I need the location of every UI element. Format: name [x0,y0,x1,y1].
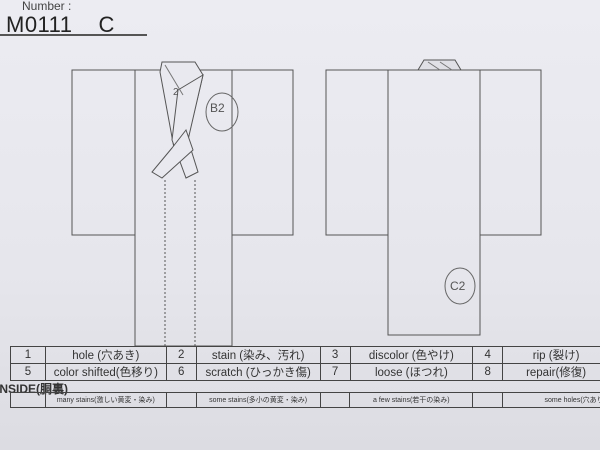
legend-label: color shifted(色移り) [44,363,167,381]
front-left-sleeve [71,69,136,236]
legend-label: discolor (色やけ) [349,346,474,364]
legend-num: 6 [165,363,197,381]
front-kimono: 2 B2 [71,61,294,347]
inside-checkbox[interactable] [165,392,197,408]
front-body-mark: B2 [210,101,225,115]
legend-num: 7 [319,363,351,381]
back-kimono: C2 [325,59,542,336]
inside-option: some stains(多小の黄変・染み) [195,392,321,408]
inside-checkbox[interactable] [472,392,504,408]
legend-label: loose (ほつれ) [349,363,474,381]
legend-num: 5 [10,363,46,381]
legend-num: 8 [472,363,504,381]
legend-num: 1 [10,346,46,364]
front-collar-mark: 2 [173,87,179,98]
item-grade: C [98,12,115,37]
inside-checkbox[interactable] [10,392,46,408]
legend-label: rip (裂け) [502,346,600,364]
inside-row: many stains(激しい黄変・染み) some stains(多小の黄変・… [10,392,600,408]
back-body-mark: C2 [450,279,466,293]
inside-option: many stains(激しい黄変・染み) [44,392,167,408]
inside-option: a few stains(若干の染み) [349,392,474,408]
legend-num: 2 [165,346,197,364]
code-underline [0,34,147,36]
back-left-sleeve [325,69,389,236]
legend-num: 4 [472,346,504,364]
back-body [387,69,481,336]
item-number: M0111 [6,12,73,37]
inside-condition-table: many stains(激しい黄変・染み) some stains(多小の黄変・… [10,392,600,408]
legend-label: repair(修復) [502,363,600,381]
number-label: Number : [22,0,72,13]
legend-label: hole (穴あき) [44,346,167,364]
legend-num: 3 [319,346,351,364]
back-collar [417,59,462,71]
front-right-sleeve [231,69,294,236]
item-code: M0111 C [6,12,141,38]
legend-label: scratch (ひっかき傷) [195,363,321,381]
legend-label: stain (染み、汚れ) [195,346,321,364]
back-right-sleeve [479,69,542,236]
front-collar [151,61,204,179]
inside-checkbox[interactable] [319,392,351,408]
inside-option: some holes(穴あり) [502,392,600,408]
